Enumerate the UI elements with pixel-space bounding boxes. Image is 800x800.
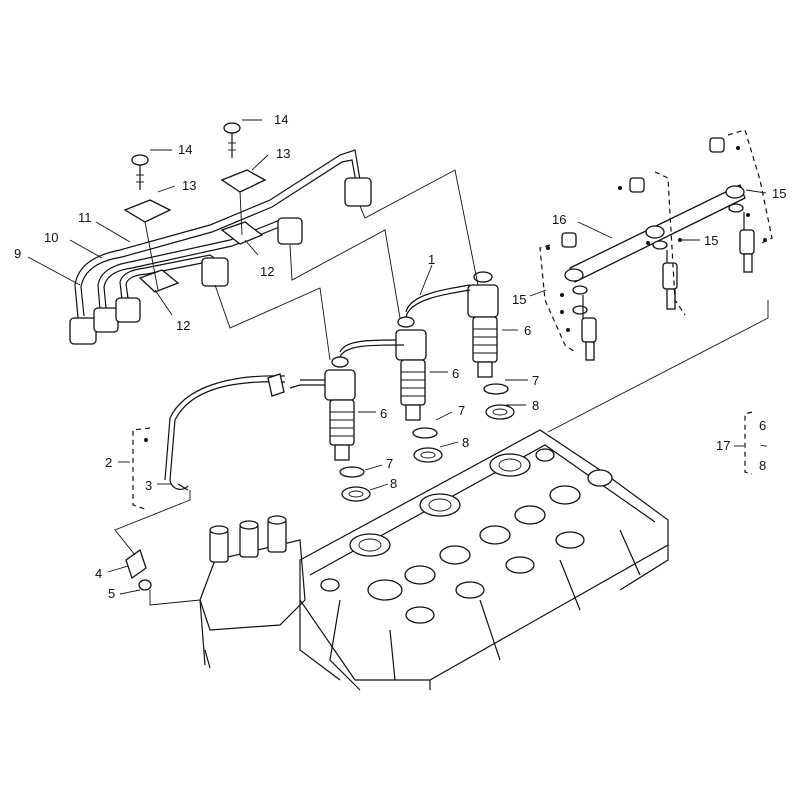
injector-nozzle-middle: [395, 316, 427, 421]
callout-6-middle: 6: [452, 366, 459, 381]
callout-12-left: 12: [176, 318, 190, 333]
injection-pipes: [69, 122, 479, 361]
callout-4: 4: [95, 566, 102, 581]
callout-9: 9: [14, 246, 21, 261]
injector-nozzle-right: [467, 271, 499, 378]
callout-15-middle: 15: [704, 233, 718, 248]
callout-11: 11: [78, 210, 92, 225]
callout-10: 10: [44, 230, 58, 245]
callout-13-right: 13: [276, 146, 290, 161]
leader-lines: [27, 119, 767, 595]
callout-12-right: 12: [260, 264, 274, 279]
callout-3: 3: [145, 478, 152, 493]
callout-1: 1: [428, 252, 435, 267]
callout-14-left: 14: [178, 142, 192, 157]
cylinder-head: [199, 429, 669, 691]
callout-14-right: 14: [274, 112, 288, 127]
kit-note-range-separator: ~: [760, 438, 768, 453]
callout-15-left: 15: [512, 292, 526, 307]
kit-note-number: 17: [716, 438, 730, 453]
fuel-return-fittings: [114, 427, 201, 606]
injector-nozzle-left: [324, 356, 356, 461]
callout-7-right: 7: [532, 373, 539, 388]
nozzle-washers: [339, 383, 515, 502]
callout-16: 16: [552, 212, 566, 227]
kit-note-range-end: 8: [759, 458, 766, 473]
head-to-clamp-leader: [547, 300, 769, 433]
nozzle-clamp-assembly: [539, 129, 773, 361]
callout-8-left: 8: [390, 476, 397, 491]
callout-2: 2: [105, 455, 112, 470]
kit-note: 17 6 ~ 8: [716, 411, 768, 475]
callout-labels: 1 2 3 4 5 6 6 6 7 7 7 8 8 8 9 10 11 12 1…: [14, 112, 786, 601]
kit-note-range-start: 6: [759, 418, 766, 433]
callout-8-middle: 8: [462, 435, 469, 450]
callout-15-top-right: 15: [772, 186, 786, 201]
callout-5: 5: [108, 586, 115, 601]
callout-6-right: 6: [524, 323, 531, 338]
callout-13-left: 13: [182, 178, 196, 193]
callout-8-right: 8: [532, 398, 539, 413]
leak-off-pipe: [164, 284, 471, 490]
callout-7-middle: 7: [458, 403, 465, 418]
callout-6-left: 6: [380, 406, 387, 421]
callout-7-left: 7: [386, 456, 393, 471]
